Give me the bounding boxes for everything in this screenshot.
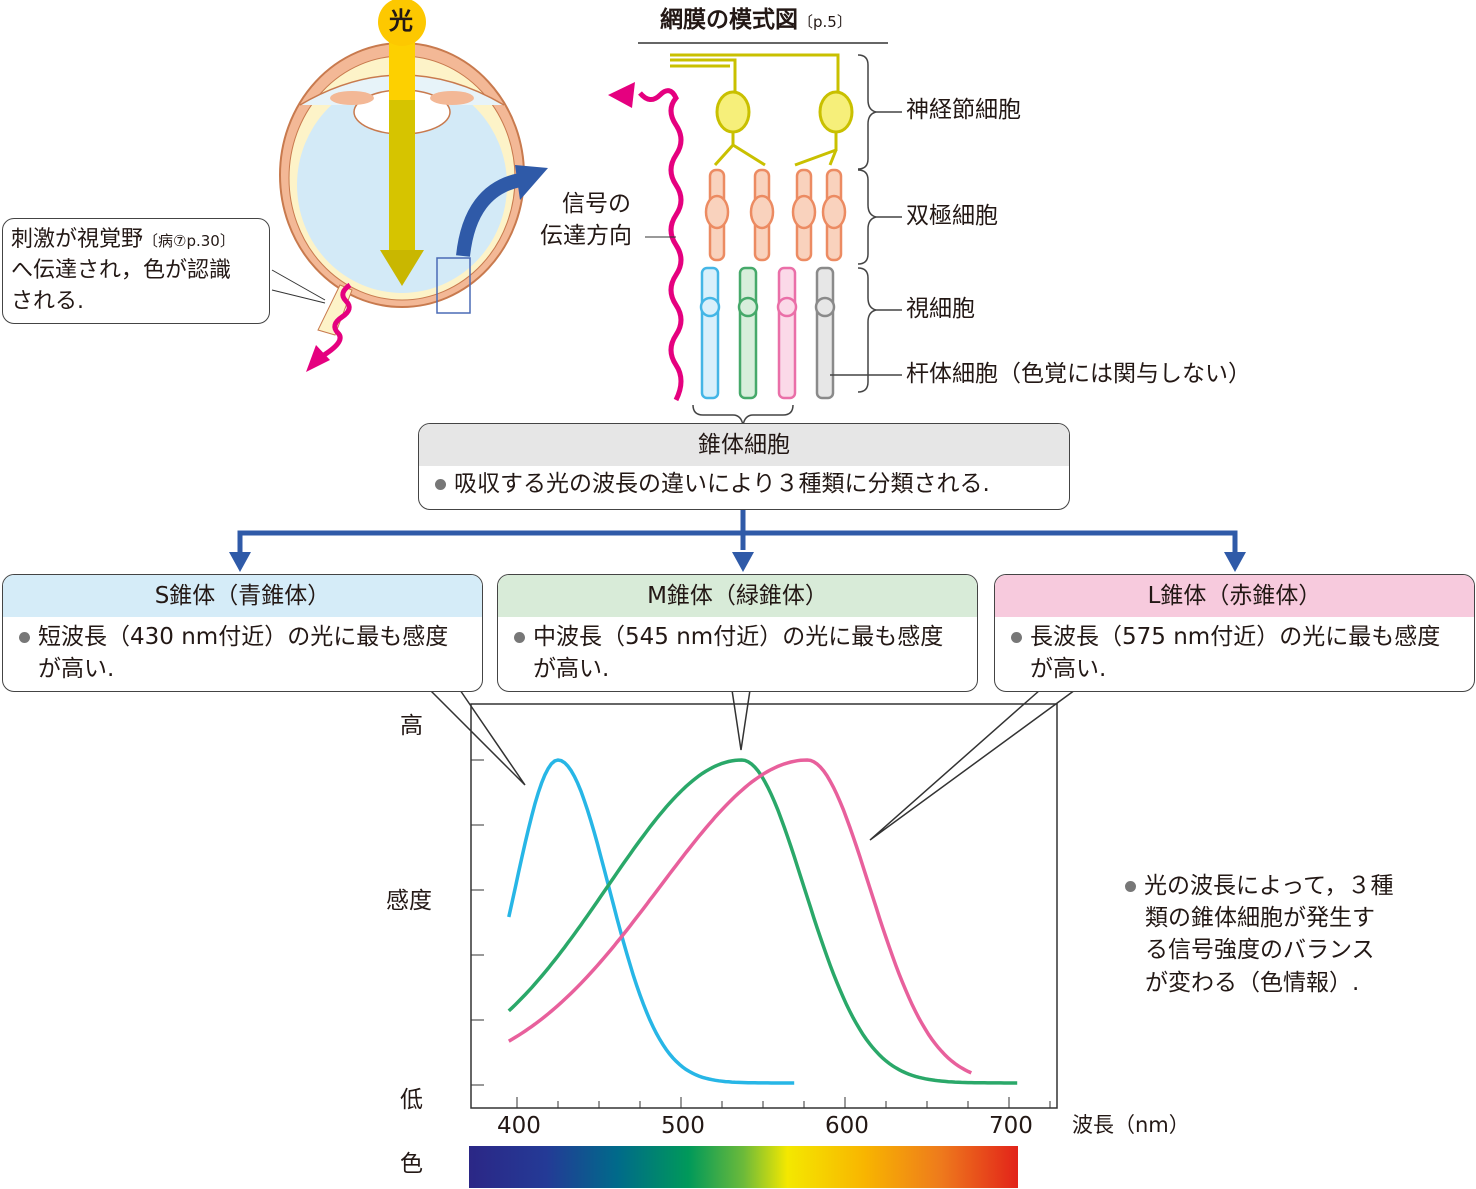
signal-out-arrow — [456, 173, 522, 257]
retina-title-ref: 〔p.5〕 — [798, 13, 852, 31]
signal-label-1: 信号の — [562, 191, 631, 217]
bullet-icon — [19, 632, 30, 643]
bullet-icon — [435, 479, 446, 490]
note-line-1: 光の波長によって，３種 — [1144, 873, 1394, 899]
bullet-icon — [1011, 632, 1022, 643]
curve-L錐体 — [507, 758, 973, 1075]
x-tick-600: 600 — [825, 1113, 869, 1139]
s-cone-desc-2: が高い. — [38, 656, 115, 683]
x-axis-label: 波長（nm） — [1072, 1113, 1190, 1137]
rod-label: 杆体細胞（色覚には関与しない） — [906, 361, 1251, 387]
bipolar-label: 双極細胞 — [906, 203, 998, 229]
signal-label-2: 伝達方向 — [540, 223, 632, 249]
sensitivity-chart — [470, 703, 1058, 1109]
light-icon — [378, 0, 426, 46]
note-line-4: が変わる（色情報）. — [1145, 969, 1360, 996]
cone-cell-box: 錐体細胞 吸収する光の波長の違いにより３種類に分類される. — [418, 423, 1070, 510]
callout-line-2: へ伝達され，色が認識 — [11, 257, 232, 283]
l-cone-desc-2: が高い. — [1030, 656, 1107, 683]
color-label: 色 — [400, 1151, 423, 1177]
x-tick-500: 500 — [661, 1113, 705, 1139]
s-cone-box: S錐体（青錐体） 短波長（430 nm付近）の光に最も感度が高い. — [2, 574, 483, 692]
retina-title: 網膜の模式図〔p.5〕 — [660, 6, 852, 35]
m-cone-title: M錐体（緑錐体） — [498, 575, 977, 617]
l-cone-box: L錐体（赤錐体） 長波長（575 nm付近）の光に最も感度が高い. — [994, 574, 1475, 692]
m-cone-box: M錐体（緑錐体） 中波長（545 nm付近）の光に最も感度が高い. — [497, 574, 978, 692]
bipolar-cells — [704, 168, 847, 262]
cone-desc: 吸収する光の波長の違いにより３種類に分類される. — [454, 471, 990, 497]
l-cone-title: L錐体（赤錐体） — [995, 575, 1474, 617]
photoreceptor-label: 視細胞 — [906, 296, 975, 322]
retina-title-text: 網膜の模式図 — [660, 7, 798, 33]
curve-S錐体 — [507, 758, 795, 1085]
note-line-2: 類の錐体細胞が発生す — [1145, 905, 1375, 932]
visual-cortex-callout: 刺激が視覚野〔病⑦p.30〕 へ伝達され，色が認識 される. — [2, 218, 270, 324]
bullet-icon — [1125, 881, 1136, 892]
s-cone-desc-1: 短波長（430 nm付近）の光に最も感度 — [38, 624, 449, 650]
layer-brackets — [830, 54, 902, 393]
l-cone-desc-1: 長波長（575 nm付近）の光に最も感度 — [1030, 624, 1441, 650]
x-tick-700: 700 — [989, 1113, 1033, 1139]
m-cone-desc-1: 中波長（545 nm付近）の光に最も感度 — [533, 624, 944, 650]
bullet-icon — [514, 632, 525, 643]
ganglion-cells — [670, 53, 854, 167]
y-low-label: 低 — [400, 1087, 423, 1113]
balance-note: 光の波長によって，３種 類の錐体細胞が発生す る信号強度のバランス が変わる（色… — [1125, 870, 1394, 999]
optic-nerve-signal — [322, 282, 352, 358]
cone-title: 錐体細胞 — [419, 424, 1069, 466]
callout-line-3: される. — [11, 288, 84, 314]
note-line-3: る信号強度のバランス — [1145, 937, 1375, 964]
y-high-label: 高 — [400, 713, 423, 739]
light-label: 光 — [389, 7, 413, 35]
x-tick-400: 400 — [497, 1113, 541, 1139]
classification-arrows — [237, 510, 1238, 555]
m-cone-desc-2: が高い. — [533, 656, 610, 683]
callout-line-1: 刺激が視覚野 — [11, 227, 144, 252]
signal-direction-arrow — [638, 88, 684, 402]
y-axis-label: 感度 — [386, 888, 432, 914]
light-arrow — [378, 0, 426, 286]
s-cone-title: S錐体（青錐体） — [3, 575, 482, 617]
callout-ref: 〔病⑦p.30〕 — [143, 232, 235, 250]
curve-M錐体 — [507, 758, 1018, 1085]
ganglion-label: 神経節細胞 — [906, 97, 1021, 123]
photoreceptor-cells — [699, 266, 836, 400]
color-spectrum-bar — [469, 1146, 1018, 1188]
